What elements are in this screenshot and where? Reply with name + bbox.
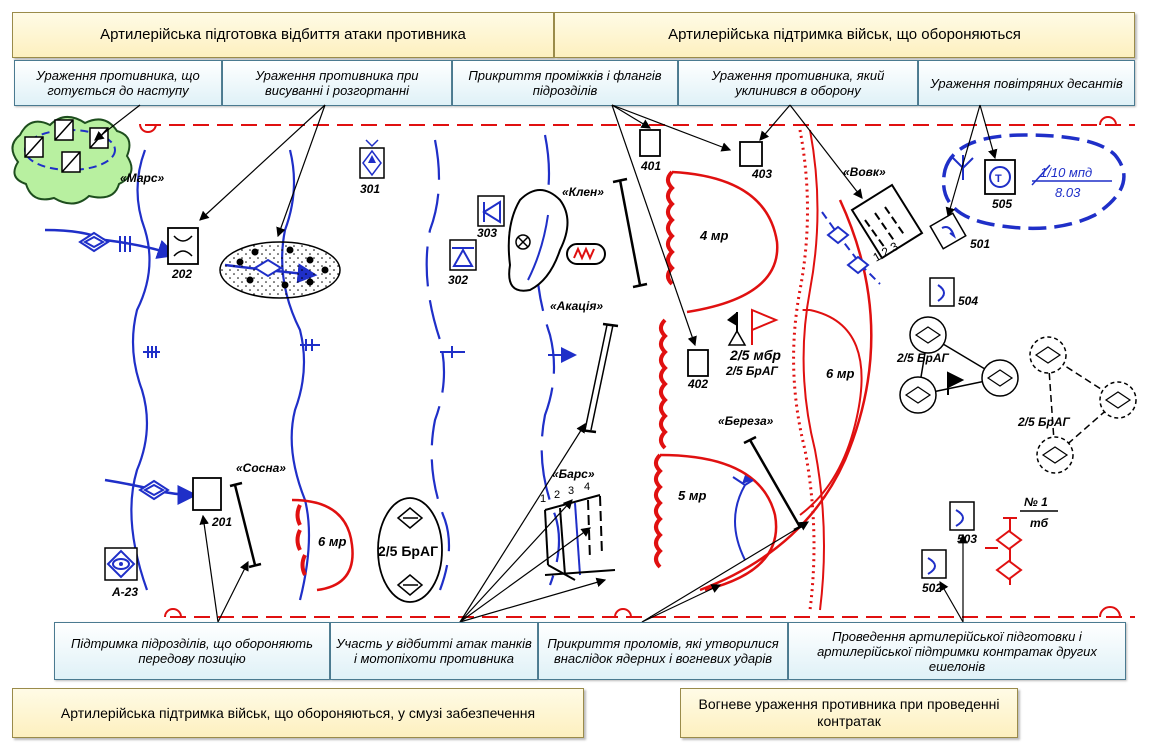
label-mars: «Марс» xyxy=(120,171,164,185)
sub-cover-gaps: Прикриття проміжків і флангів підрозділі… xyxy=(452,60,678,106)
phase-line-1 xyxy=(130,149,151,591)
label-mpd: 1/10 мпд xyxy=(1040,165,1092,180)
unit-403-symbol xyxy=(739,141,763,167)
label-bars-4: 4 xyxy=(584,481,590,493)
sub-enemy-wedged: Ураження противника, який уклинився в об… xyxy=(678,60,918,106)
unit-202-symbol xyxy=(167,227,199,265)
label-502: 502 xyxy=(922,581,942,595)
label-301: 301 xyxy=(360,182,380,196)
label-4mr: 4 мр xyxy=(699,228,728,243)
label-501: 501 xyxy=(970,237,990,251)
header-artillery-support: Артилерійська підтримка військ, що оборо… xyxy=(554,12,1135,58)
label-5mr: 5 мр xyxy=(678,488,706,503)
unit-a23-symbol xyxy=(104,547,138,581)
label-brag-left: 2/5 БрАГ xyxy=(378,543,438,559)
header-security-zone-support: Артилерійська підтримка військ, що оборо… xyxy=(12,688,584,738)
label-mbr: 2/5 мбр xyxy=(729,347,781,363)
label-402: 402 xyxy=(687,377,708,391)
unit-402-symbol xyxy=(687,349,709,377)
label-brag-mbr: 2/5 БрАГ xyxy=(725,364,779,378)
sub-enemy-preparing: Ураження противника, що готується до нас… xyxy=(14,60,222,106)
brag-oval-left xyxy=(377,497,443,603)
label-brag-triangle-2: 2/5 БрАГ xyxy=(1017,415,1071,429)
label-503: 503 xyxy=(957,532,977,546)
unit-504-symbol xyxy=(929,277,955,307)
label-mpd-date: 8.03 xyxy=(1055,185,1081,200)
sub-counterattack-support: Проведення артилерійської підготовки і а… xyxy=(788,622,1126,680)
label-brag-triangle-1: 2/5 БрАГ xyxy=(896,351,950,365)
label-bars-2: 2 xyxy=(554,489,560,501)
label-akatsia: «Акація» xyxy=(550,299,603,313)
label-6mr-left: 6 мр xyxy=(318,534,346,549)
sub-cover-breaches: Прикриття проломів, які утворилися внасл… xyxy=(538,622,788,680)
vovk-firing-lines xyxy=(850,183,924,260)
forward-edge-red xyxy=(654,170,675,569)
brigade-flags xyxy=(727,308,779,346)
label-201: 201 xyxy=(211,515,232,529)
unit-303-symbol xyxy=(477,195,505,227)
label-bars-3: 3 xyxy=(568,485,574,497)
phase-line-3 xyxy=(425,139,451,591)
unit-501-symbol xyxy=(929,212,967,250)
bars-firing-lines xyxy=(544,494,616,581)
phase-line-2 xyxy=(281,149,311,601)
cloud-mars-area xyxy=(11,116,133,205)
unit-401-symbol xyxy=(639,129,661,157)
label-t: Т xyxy=(995,173,1002,185)
unit-301-symbol xyxy=(359,139,385,179)
label-bars: «Барс» xyxy=(552,467,595,481)
sub-repel-attacks: Участь у відбитті атак танків і мотопіхо… xyxy=(330,622,538,680)
label-bereza: «Береза» xyxy=(718,414,774,428)
unit-201-symbol xyxy=(192,477,222,511)
header-artillery-preparation: Артилерійська підготовка відбиття атаки … xyxy=(12,12,554,58)
sub-air-landings: Ураження повітряних десантів xyxy=(918,60,1135,106)
sub-support-forward-position: Підтримка підрозділів, що обороняють пер… xyxy=(54,622,330,680)
axis-upper-left xyxy=(44,228,178,259)
klen-area xyxy=(507,189,569,292)
label-302: 302 xyxy=(448,273,468,287)
unit-503-symbol xyxy=(949,501,975,531)
label-bars-1: 1 xyxy=(540,493,546,505)
label-sosna: «Сосна» xyxy=(236,461,286,475)
sub-enemy-advancing: Ураження противника при висуванні і розг… xyxy=(222,60,452,106)
label-a23: А-23 xyxy=(111,585,138,599)
label-no1: № 1 xyxy=(1024,495,1048,509)
label-6mr-right: 6 мр xyxy=(826,366,854,381)
label-vovk: «Вовк» xyxy=(843,165,886,179)
label-504: 504 xyxy=(958,294,978,308)
label-303: 303 xyxy=(477,226,497,240)
header-counterattack-fire: Вогневе ураження противника при проведен… xyxy=(680,688,1018,738)
label-tb: тб xyxy=(1030,516,1049,530)
label-klen: «Клен» xyxy=(562,185,604,199)
label-403: 403 xyxy=(751,167,772,181)
tank-battalion-symbol xyxy=(985,517,1023,585)
unit-302-symbol xyxy=(449,239,477,271)
label-401: 401 xyxy=(640,159,661,173)
air-landing-area xyxy=(941,133,1126,231)
label-202: 202 xyxy=(171,267,192,281)
label-505: 505 xyxy=(992,197,1012,211)
